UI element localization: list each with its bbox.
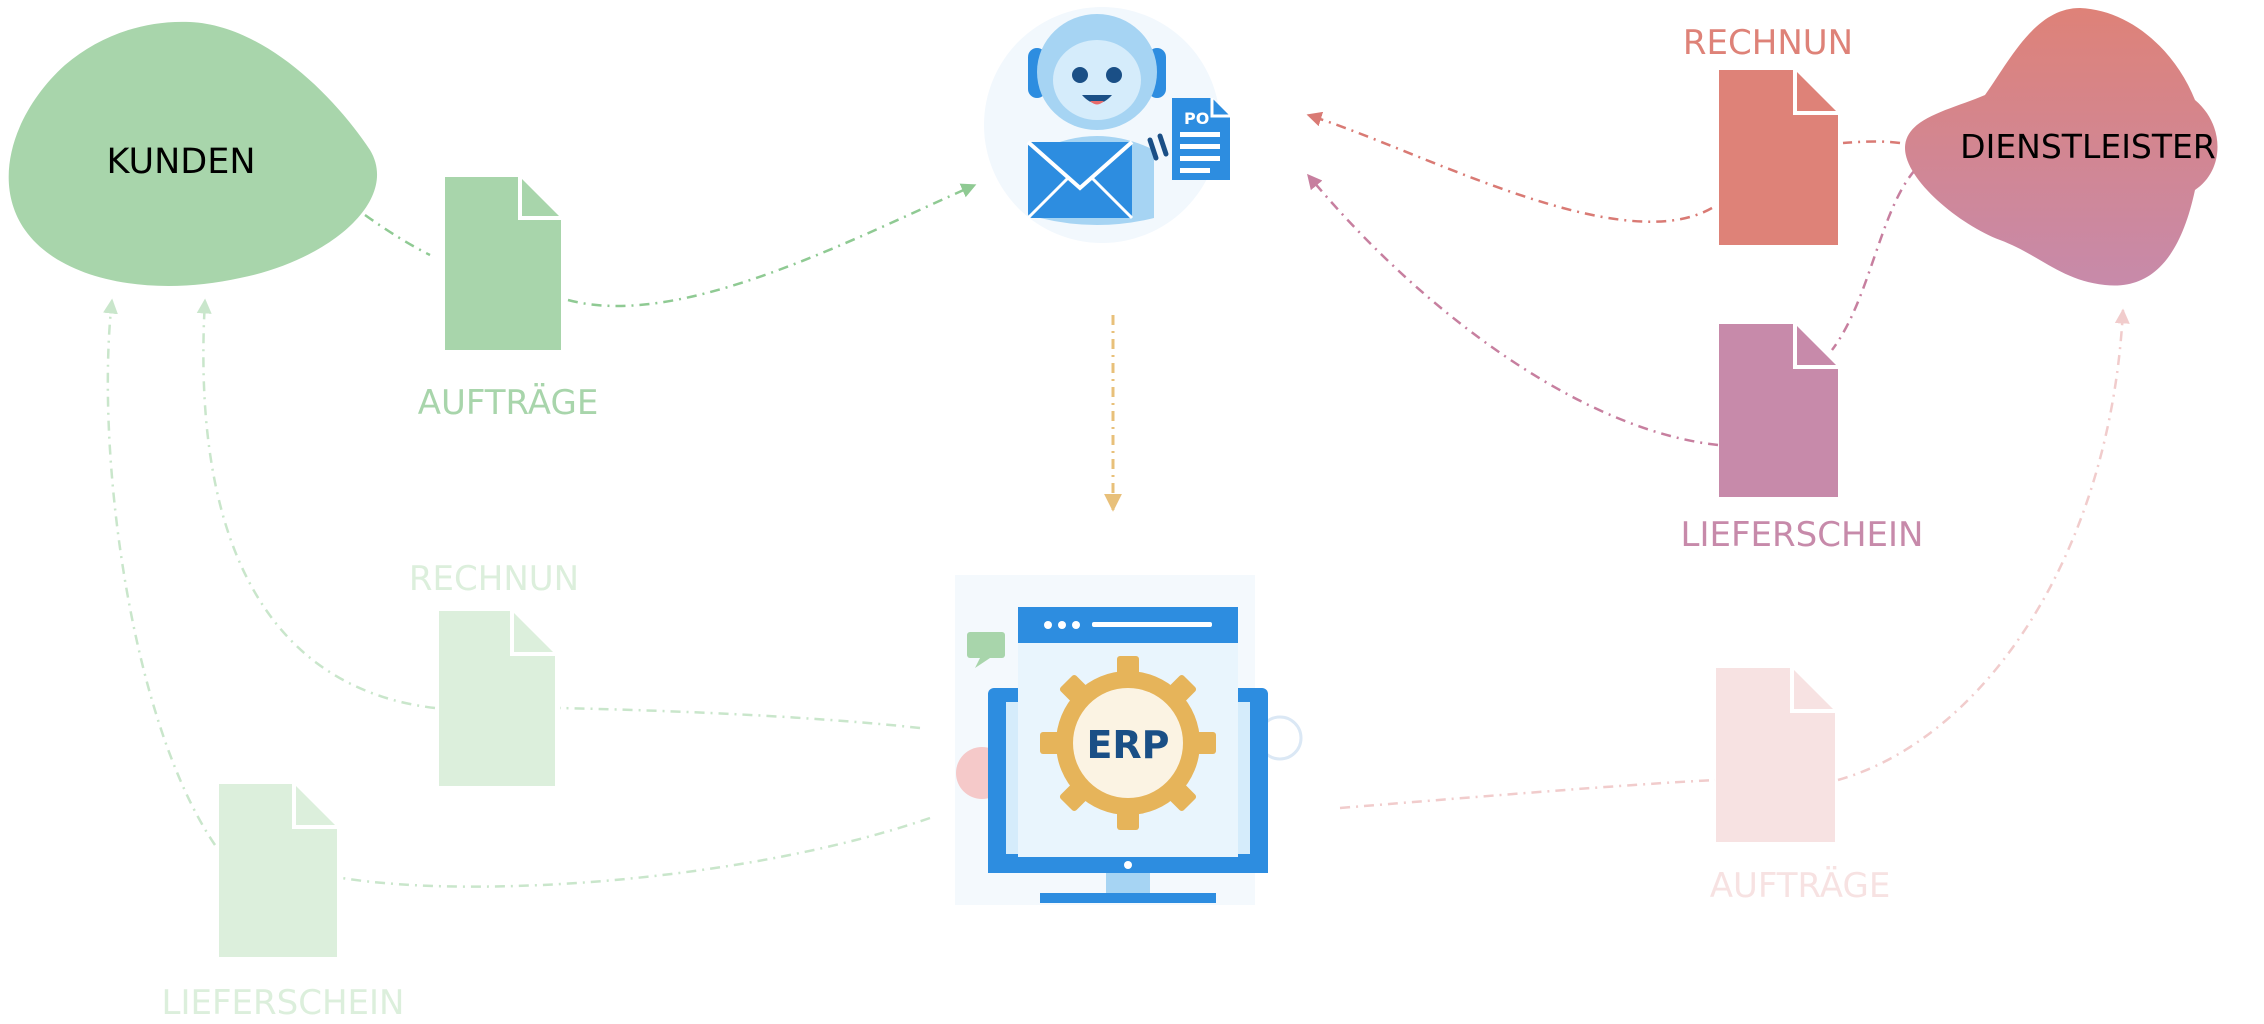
connectors xyxy=(103,111,2130,888)
doc-label-lieferschein: LIEFERSCHEIN xyxy=(1681,515,1924,555)
doc-label-rechnung: RECHNUN xyxy=(409,559,579,599)
arrow-auftraege-to-bot xyxy=(567,183,977,308)
document-icon xyxy=(1719,324,1838,497)
doc-label-rechnung: RECHNUN xyxy=(1683,23,1853,63)
dienstleister-label: DIENSTLEISTER xyxy=(1960,127,2216,166)
connector-erp-to-kunden-rechnung xyxy=(559,706,921,730)
arrow-auftraege-to-dienstleister xyxy=(1837,308,2130,782)
connector-kunden-to-auftraege xyxy=(364,213,431,257)
dienstleister-node: DIENSTLEISTER xyxy=(1905,8,2218,286)
doc-label-auftraege: AUFTRÄGE xyxy=(418,383,599,423)
doc-kunden-rechnung: RECHNUN xyxy=(409,559,579,786)
connector-dienstleister-to-lieferschein xyxy=(1831,169,1916,351)
connector-erp-to-dl-auftraege xyxy=(1339,778,1716,810)
svg-text:PO: PO xyxy=(1184,109,1209,128)
document-icon xyxy=(445,177,561,350)
arrow-rechnung-to-bot xyxy=(1306,111,1713,223)
arrow-lieferschein-to-kunden xyxy=(103,298,217,846)
erp-monitor-icon: ERP xyxy=(955,575,1303,905)
document-icon xyxy=(219,784,337,957)
doc-kunden-auftraege: AUFTRÄGE xyxy=(418,177,599,423)
erp-label: ERP xyxy=(1086,723,1169,767)
document-icon xyxy=(1719,70,1838,245)
kunden-blob xyxy=(8,21,378,287)
connector-erp-to-kunden-lieferschein xyxy=(341,816,931,888)
doc-dl-auftraege: AUFTRÄGE xyxy=(1710,668,1891,906)
connector-dienstleister-to-rechnung xyxy=(1842,140,1901,145)
kunden-node: KUNDEN xyxy=(8,21,378,287)
doc-dl-lieferschein: LIEFERSCHEIN xyxy=(1681,324,1924,555)
document-icon xyxy=(1716,668,1835,842)
arrow-rechnung-to-kunden xyxy=(196,298,436,710)
doc-label-lieferschein: LIEFERSCHEIN xyxy=(162,983,405,1023)
dienstleister-blob xyxy=(1905,8,2218,286)
doc-kunden-lieferschein: LIEFERSCHEIN xyxy=(162,784,405,1023)
kunden-label: KUNDEN xyxy=(106,142,255,182)
arrow-lieferschein-to-bot xyxy=(1307,173,1719,447)
doc-dl-rechnung: RECHNUN xyxy=(1683,23,1853,245)
mail-bot-icon: PO xyxy=(984,7,1230,243)
document-icon xyxy=(439,611,555,786)
doc-label-auftraege: AUFTRÄGE xyxy=(1710,866,1891,906)
